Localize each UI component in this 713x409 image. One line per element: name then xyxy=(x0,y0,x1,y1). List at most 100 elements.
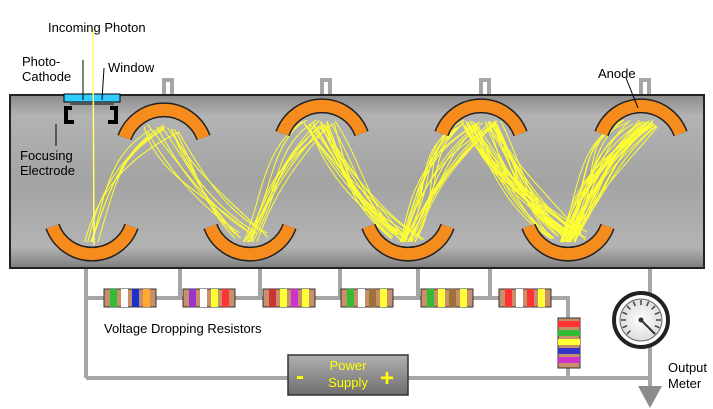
focusing-electrode xyxy=(64,106,118,124)
dynode-lower-1 xyxy=(46,224,138,261)
incoming-photon-label: Incoming Photon xyxy=(48,20,146,35)
electron-path xyxy=(477,126,571,237)
voltage-dropping-resistors xyxy=(103,288,552,308)
window xyxy=(63,93,121,103)
plus-sign: + xyxy=(380,365,394,392)
electron-path xyxy=(326,120,392,238)
electron-path xyxy=(487,127,553,239)
dynodes xyxy=(45,98,688,262)
electron-path xyxy=(399,125,478,243)
meter-tick xyxy=(626,305,631,310)
resistor-band xyxy=(460,289,467,307)
dynode-lower-3 xyxy=(362,224,454,261)
meter-tick xyxy=(632,301,636,307)
vertical-resistor xyxy=(557,317,581,369)
electron-path xyxy=(91,128,152,243)
electron-path xyxy=(467,121,569,238)
meter-tick xyxy=(654,325,660,329)
electron-path xyxy=(410,122,495,243)
meter-tick xyxy=(651,305,656,310)
output-meter xyxy=(612,291,670,349)
electron-path xyxy=(493,120,566,240)
resistor-band xyxy=(558,330,580,336)
resistor-band xyxy=(558,357,580,363)
dynode-upper-1 xyxy=(118,103,210,140)
electron-path xyxy=(568,126,652,243)
anode-label: Anode xyxy=(598,66,636,81)
resistor-band xyxy=(132,289,139,307)
electron-path xyxy=(243,119,307,243)
resistor-band xyxy=(380,289,387,307)
electron-path xyxy=(312,124,394,235)
meter-tick xyxy=(654,311,660,315)
resistor-band xyxy=(302,289,309,307)
resistor-band xyxy=(280,289,287,307)
electron-path xyxy=(560,125,650,243)
meter-needle xyxy=(640,319,656,335)
focusing-electrode-label-1: Focusing xyxy=(20,148,73,163)
electron-path xyxy=(320,121,408,238)
resistor-band xyxy=(291,289,298,307)
resistor-band xyxy=(347,289,354,307)
electron-path xyxy=(312,122,402,240)
electron-path xyxy=(324,125,408,240)
resistor-band xyxy=(143,289,150,307)
photo-cathode-label-1: Photo- xyxy=(22,54,60,69)
minus-sign: - xyxy=(296,363,304,390)
electron-path xyxy=(249,119,317,243)
meter-tick xyxy=(646,301,650,307)
electron-path xyxy=(401,122,480,243)
electron-path xyxy=(488,121,552,240)
meter-tick xyxy=(622,325,628,329)
power-supply-label-2: Supply xyxy=(328,375,368,390)
electron-path xyxy=(461,121,561,233)
electron-path xyxy=(568,121,654,243)
window-label: Window xyxy=(108,60,155,75)
electron-path xyxy=(403,121,498,243)
output-meter-label-2: Meter xyxy=(668,376,702,391)
electron-path xyxy=(143,126,254,237)
electron-path xyxy=(256,124,330,243)
resistor-band xyxy=(189,289,196,307)
resistor-band xyxy=(222,289,229,307)
resistors-label: Voltage Dropping Resistors xyxy=(104,321,262,336)
electron-path xyxy=(568,123,655,243)
resistor-band xyxy=(505,289,512,307)
power-supply-label-1: Power xyxy=(330,358,368,373)
meter-tick xyxy=(622,311,628,315)
power-supply: - + Power Supply xyxy=(287,354,409,396)
electron-path xyxy=(494,122,577,237)
resistor-band xyxy=(438,289,445,307)
dynode-upper-2 xyxy=(276,99,368,136)
electron-path xyxy=(464,125,560,233)
wiring xyxy=(84,78,652,392)
resistor-band xyxy=(121,289,128,307)
resistor-band xyxy=(516,289,523,307)
electron-paths xyxy=(84,119,658,243)
electron-path xyxy=(493,123,574,239)
electron-path xyxy=(171,129,257,234)
photo-cathode-label-2: Cathode xyxy=(22,69,71,84)
resistor-band xyxy=(527,289,534,307)
resistor-band xyxy=(110,289,117,307)
output-meter-label-1: Output xyxy=(668,360,707,375)
resistor-band xyxy=(427,289,434,307)
resistor-band xyxy=(369,289,376,307)
dynode-upper-4 xyxy=(595,99,687,136)
electron-path xyxy=(402,126,460,243)
resistor-band xyxy=(449,289,456,307)
focusing-electrode-label-2: Electrode xyxy=(20,163,75,178)
resistor-band xyxy=(269,289,276,307)
resistor-band xyxy=(558,321,580,327)
electron-path xyxy=(84,131,180,243)
meter-ticks xyxy=(621,300,661,335)
electron-path xyxy=(408,122,483,243)
incoming-photon-ray xyxy=(92,29,95,246)
output-arrow xyxy=(638,386,662,408)
dynode-lower-2 xyxy=(204,224,296,261)
electron-path xyxy=(559,120,644,243)
resistor-band xyxy=(200,289,207,307)
meter-tick xyxy=(626,330,631,335)
